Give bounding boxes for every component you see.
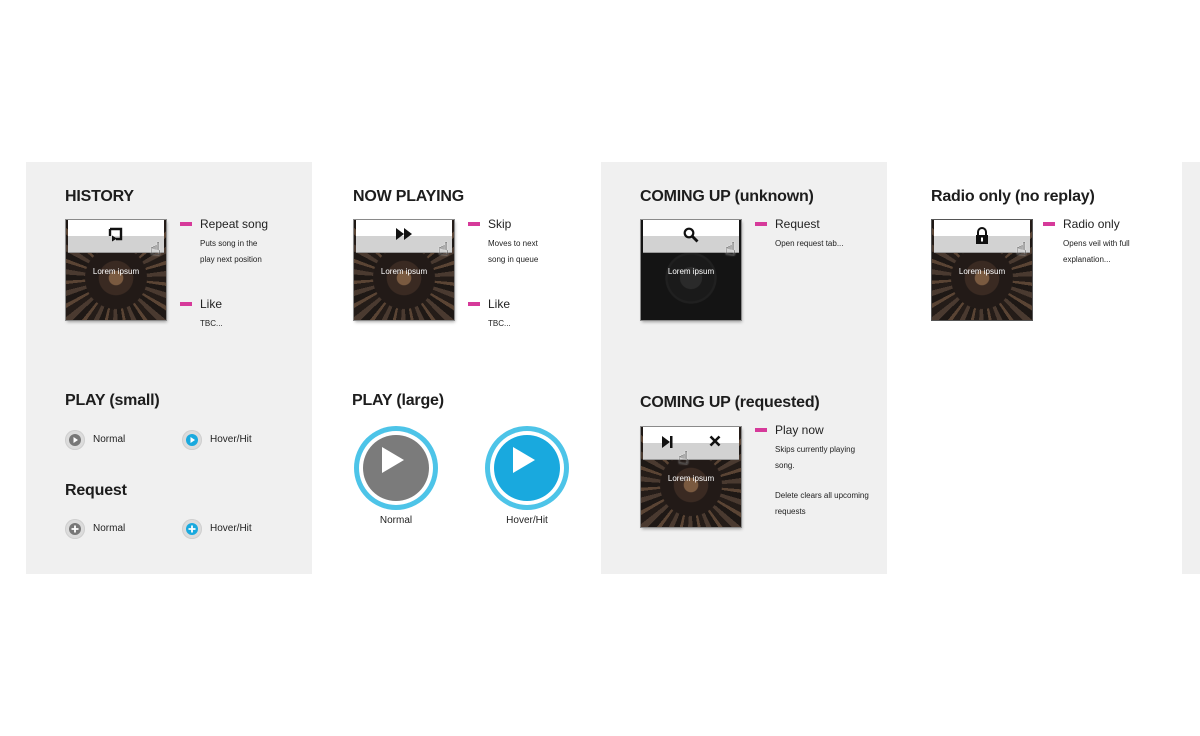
play-large-hover-label: Hover/Hit — [506, 515, 548, 526]
plus-icon — [69, 523, 81, 535]
plus-icon — [186, 523, 198, 535]
close-icon[interactable] — [691, 435, 739, 451]
play-small-title: PLAY (small) — [65, 392, 160, 409]
play-large-normal-label: Normal — [379, 515, 413, 526]
request-normal-button[interactable] — [65, 519, 85, 539]
request-title: Request — [65, 482, 127, 499]
skip-to-end-icon[interactable] — [643, 435, 691, 453]
history-title: HISTORY — [65, 188, 134, 205]
annotation-label: Like — [488, 297, 511, 311]
tile-caption: Lorem ipsum — [958, 267, 1006, 276]
panel-edge — [1182, 162, 1200, 574]
play-large-normal-button[interactable] — [354, 426, 438, 510]
annotation-label: Repeat song — [200, 217, 269, 231]
annotation-desc: Moves to next song in queue — [488, 239, 539, 264]
play-small-normal-button[interactable] — [65, 430, 85, 450]
annotation-label: Radio only — [1063, 217, 1120, 231]
now-playing-tile[interactable]: ☝ Lorem ipsum — [354, 220, 454, 320]
tile-caption: Lorem ipsum — [380, 267, 428, 276]
annotation-label: Skip — [488, 217, 512, 231]
accent-dash — [180, 222, 192, 226]
lock-icon[interactable] — [932, 227, 1032, 248]
play-icon — [513, 447, 535, 473]
play-icon — [186, 434, 198, 446]
coming-up-requested-title: COMING UP (requested) — [640, 394, 820, 411]
play-icon — [382, 447, 404, 473]
now-playing-title: NOW PLAYING — [353, 188, 464, 205]
annotation-desc: Skips currently playing song. — [775, 445, 856, 470]
annotation-label: Like — [200, 297, 223, 311]
accent-dash — [180, 302, 192, 306]
annotation-label: Request — [775, 217, 820, 231]
hand-cursor-icon: ☝ — [150, 239, 161, 259]
annotation-desc: Puts song in the play next position — [200, 239, 262, 264]
history-tile-bar[interactable] — [68, 220, 164, 253]
hand-cursor-icon: ☝ — [678, 448, 689, 468]
play-large-title: PLAY (large) — [352, 392, 444, 409]
annotation-desc: TBC... — [488, 319, 511, 328]
hand-cursor-icon: ☝ — [1016, 239, 1027, 259]
play-icon — [69, 434, 81, 446]
accent-dash — [1043, 222, 1055, 226]
coming-up-unknown-title: COMING UP (unknown) — [640, 188, 814, 205]
delete-button[interactable] — [691, 427, 739, 460]
fast-forward-icon[interactable] — [354, 227, 454, 245]
accent-dash — [468, 222, 480, 226]
tile-caption: Lorem ipsum — [667, 267, 715, 276]
tile-caption: Lorem ipsum — [667, 474, 715, 483]
search-icon[interactable] — [641, 227, 741, 247]
hand-cursor-icon: ☝ — [438, 239, 449, 259]
tile-caption: Lorem ipsum — [92, 267, 140, 276]
accent-dash — [468, 302, 480, 306]
coming-up-unknown-tile[interactable]: ☝ Lorem ipsum — [641, 220, 741, 320]
radio-only-title: Radio only (no replay) — [931, 188, 1095, 205]
play-large-hover-button[interactable] — [485, 426, 569, 510]
accent-dash — [755, 428, 767, 432]
play-small-normal-label: Normal — [93, 434, 126, 445]
request-hover-button[interactable] — [182, 519, 202, 539]
request-normal-label: Normal — [93, 523, 126, 534]
annotation-desc: Delete clears all upcoming requests — [775, 491, 869, 516]
coming-up-requested-tile[interactable]: ☝ Lorem ipsum — [641, 427, 741, 527]
accent-dash — [755, 222, 767, 226]
annotation-label: Play now — [775, 423, 824, 437]
annotation-desc: Opens veil with full explanation... — [1063, 239, 1130, 264]
annotation-desc: Open request tab... — [775, 239, 844, 248]
repeat-icon[interactable] — [66, 227, 166, 247]
annotation-desc: TBC... — [200, 319, 223, 328]
radio-only-tile[interactable]: ☝ Lorem ipsum — [932, 220, 1032, 320]
request-hover-label: Hover/Hit — [210, 523, 252, 534]
history-tile[interactable]: ☝ Lorem ipsum — [66, 220, 166, 320]
hand-cursor-icon: ☝ — [725, 239, 736, 259]
play-small-hover-label: Hover/Hit — [210, 434, 252, 445]
play-small-hover-button[interactable] — [182, 430, 202, 450]
